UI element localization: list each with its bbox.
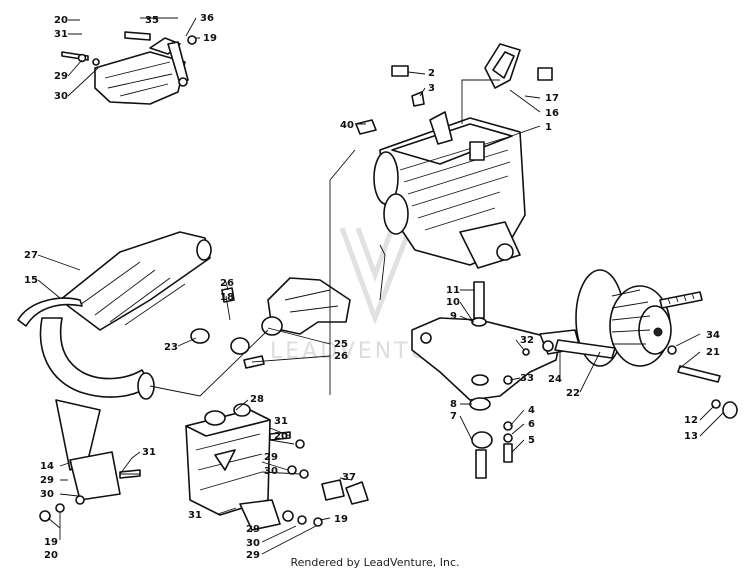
mount-bracket-assembly [61, 31, 197, 105]
callout-31d: 31 [188, 510, 202, 521]
callout-25: 25 [334, 339, 348, 350]
callout-20: 20 [54, 15, 68, 26]
callout-29b: 29 [264, 452, 278, 463]
callout-18: 18 [220, 292, 234, 303]
callout-19b: 19 [44, 537, 58, 548]
callout-24: 24 [548, 374, 562, 385]
callout-17: 17 [545, 93, 559, 104]
callout-14: 14 [40, 461, 54, 472]
credit-text: Rendered by LeadVenture, Inc. [290, 556, 460, 569]
exhaust-pipe [17, 231, 212, 400]
callout-30d: 30 [246, 538, 260, 549]
callout-labels: 20 31 35 36 19 29 30 2 3 40 17 16 1 27 1… [24, 13, 720, 561]
callout-10: 10 [446, 297, 460, 308]
callout-12: 12 [684, 415, 698, 426]
engine-block [373, 111, 526, 269]
callout-26b: 26 [334, 351, 348, 362]
callout-29d: 29 [246, 524, 260, 535]
callout-27: 27 [24, 250, 38, 261]
callout-29: 29 [54, 71, 68, 82]
callout-13: 13 [684, 431, 698, 442]
clutch-assembly [554, 269, 738, 419]
callout-35: 35 [145, 15, 159, 26]
callout-3: 3 [428, 83, 435, 94]
callout-22: 22 [566, 388, 580, 399]
callout-9: 9 [450, 311, 457, 322]
callout-2: 2 [428, 68, 435, 79]
callout-32: 32 [520, 335, 534, 346]
callout-20b: 20 [274, 431, 288, 442]
callout-28: 28 [250, 394, 264, 405]
callout-34: 34 [706, 330, 720, 341]
callout-31b: 31 [274, 416, 288, 427]
callout-6: 6 [528, 419, 535, 430]
silencer-box [185, 403, 271, 516]
callout-30b: 30 [264, 466, 278, 477]
callout-19c: 19 [334, 514, 348, 525]
callout-11: 11 [446, 285, 460, 296]
watermark-logo [339, 227, 413, 326]
callout-30c: 30 [40, 489, 54, 500]
callout-29e: 29 [246, 550, 260, 561]
callout-31: 31 [54, 29, 68, 40]
callout-7: 7 [450, 411, 457, 422]
callout-20c: 20 [44, 550, 58, 561]
callout-16: 16 [545, 108, 559, 119]
callout-1: 1 [545, 122, 552, 133]
callout-4: 4 [528, 405, 535, 416]
callout-19: 19 [203, 33, 217, 44]
leader-lines [37, 17, 725, 555]
callout-23: 23 [164, 342, 178, 353]
callout-30: 30 [54, 91, 68, 102]
callout-8: 8 [450, 399, 457, 410]
callout-37: 37 [342, 472, 356, 483]
lower-brackets [39, 399, 369, 531]
callout-40: 40 [340, 120, 354, 131]
callout-15: 15 [24, 275, 38, 286]
callout-29c: 29 [40, 475, 54, 486]
callout-26: 26 [220, 278, 234, 289]
callout-33: 33 [520, 373, 534, 384]
engine-top-parts [355, 43, 553, 135]
exhaust-manifold [190, 277, 351, 369]
callout-5: 5 [528, 435, 535, 446]
callout-36: 36 [200, 13, 214, 24]
callout-21: 21 [706, 347, 720, 358]
callout-31c: 31 [142, 447, 156, 458]
